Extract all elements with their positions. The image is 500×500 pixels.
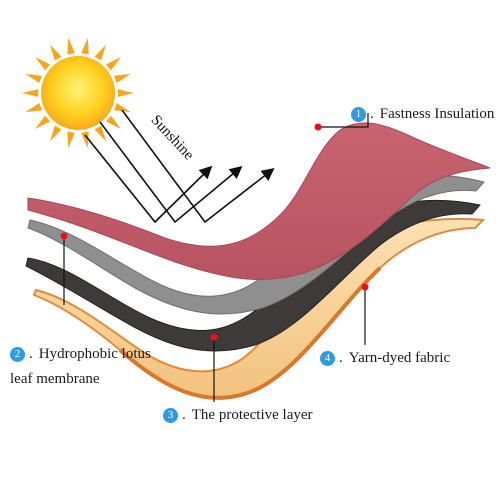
sun-ray bbox=[67, 131, 75, 149]
callout-text: Hydrophobic lotus bbox=[38, 346, 151, 362]
sunshine-label: Sunshine bbox=[148, 112, 197, 163]
callout-number-badge: 4 bbox=[320, 350, 335, 366]
callout-number-badge: 1 bbox=[351, 106, 366, 122]
sun-disc bbox=[41, 56, 115, 130]
marker-4 bbox=[361, 283, 369, 291]
leader-lines bbox=[63, 113, 369, 402]
layer-fastness-insulation bbox=[27, 122, 491, 281]
sun-ray bbox=[35, 115, 50, 129]
callout-hydrophobic-membrane: 2 . Hydrophobic lotus leaf membrane bbox=[10, 344, 151, 389]
callout-suffix: . bbox=[182, 407, 186, 423]
callout-protective-layer: 3 . The protective layer bbox=[163, 405, 313, 425]
marker-1 bbox=[314, 123, 322, 131]
callout-number-badge: 3 bbox=[163, 407, 178, 423]
sun-ray bbox=[50, 44, 62, 61]
sun-ray bbox=[81, 131, 89, 149]
sun-rays bbox=[22, 37, 134, 149]
sun-ray bbox=[81, 37, 89, 55]
sun-ray bbox=[67, 37, 75, 55]
sun-ray bbox=[106, 115, 121, 129]
callout-fastness-insulation: 1 . Fastness Insulation bbox=[351, 104, 494, 124]
sun-icon bbox=[22, 37, 134, 149]
callout-text: Yarn-dyed fabric bbox=[348, 350, 451, 366]
sun-ray bbox=[117, 89, 134, 97]
sun-ray bbox=[25, 103, 42, 113]
marker-3 bbox=[210, 333, 218, 341]
marker-2 bbox=[60, 232, 68, 240]
callout-yarn-dyed-fabric: 4 . Yarn-dyed fabric bbox=[320, 348, 450, 368]
callout-number-badge: 2 bbox=[10, 346, 25, 362]
callout-text: Fastness Insulation bbox=[379, 106, 495, 122]
callout-suffix: . bbox=[370, 106, 374, 122]
layer-protective bbox=[25, 200, 481, 352]
callout-row: 2 . Hydrophobic lotus bbox=[10, 344, 151, 364]
callout-suffix: . bbox=[339, 350, 343, 366]
sunshine-arrows bbox=[84, 109, 275, 224]
sun-ray bbox=[94, 44, 106, 61]
sun-ray bbox=[114, 73, 131, 83]
sun-ray bbox=[35, 57, 50, 71]
layer-yarn-dyed-fabric bbox=[32, 217, 486, 400]
sun-ray bbox=[114, 103, 131, 113]
callout-text: The protective layer bbox=[191, 407, 313, 423]
sun-ray bbox=[25, 73, 42, 83]
sun-ray bbox=[106, 57, 121, 71]
callout-text-line2: leaf membrane bbox=[10, 371, 100, 387]
layer-markers bbox=[60, 123, 369, 341]
sun-ray bbox=[94, 125, 106, 142]
leader-line-1 bbox=[318, 113, 369, 128]
callout-suffix: . bbox=[29, 346, 33, 362]
sun-ray bbox=[22, 89, 39, 97]
sun-ray bbox=[50, 125, 62, 142]
